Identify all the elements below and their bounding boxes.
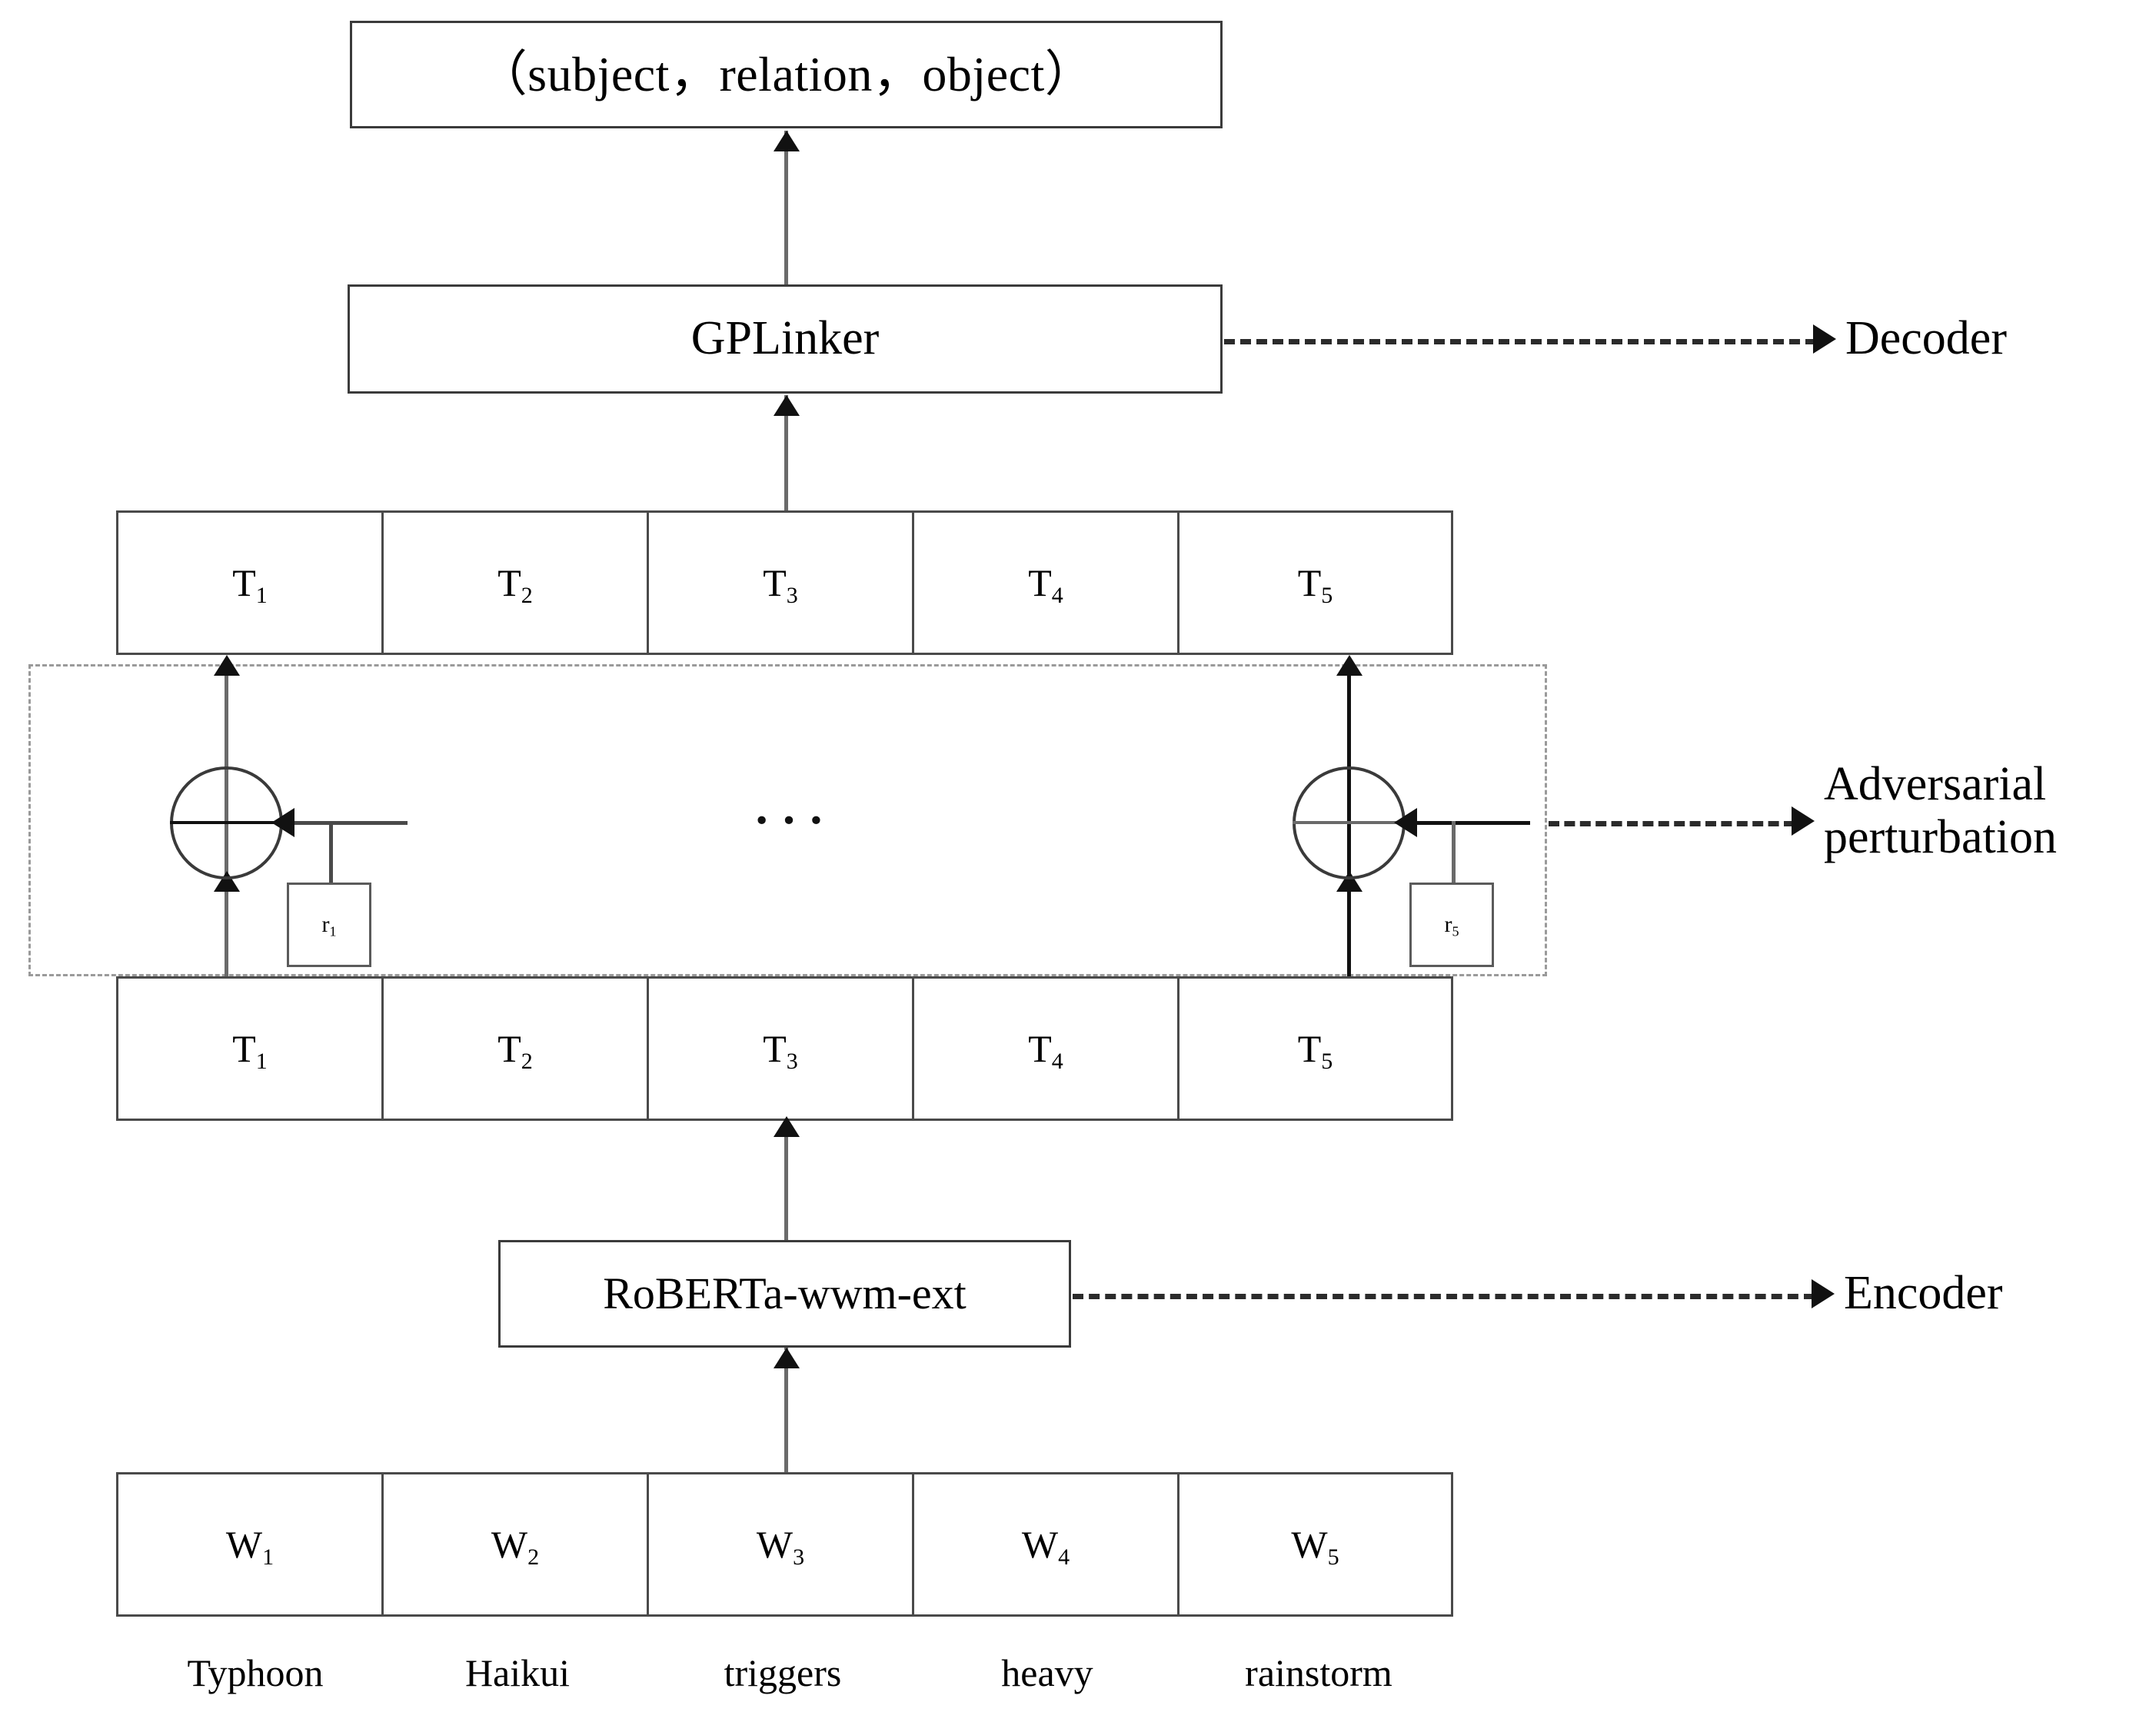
arrowhead-r5-to-circle [1394, 808, 1417, 837]
output-triple-box: （subject，relation，object） [350, 21, 1223, 128]
perturbation-label-r5: r5 [1444, 912, 1459, 939]
upper-token-cell: T3 [647, 510, 914, 655]
connector-r5-vertical [1452, 821, 1456, 921]
encoder-side-label: Encoder [1844, 1267, 2003, 1319]
connector-roberta-to-lowerT [784, 1119, 788, 1350]
sentence-word: Typhoon [187, 1651, 324, 1694]
upper-token-label: T4 [1028, 561, 1063, 608]
word-token-cell: W5 [1177, 1472, 1453, 1617]
connector-r1-horizontal [284, 821, 408, 825]
arrowhead-r1-to-circle [271, 808, 294, 837]
output-triple-text: （subject，relation，object） [477, 47, 1095, 102]
word-token-label: W5 [1291, 1523, 1339, 1570]
lower-token-cell: T2 [381, 976, 649, 1121]
word-token-label: W3 [756, 1523, 805, 1570]
dashed-connector-encoder [1073, 1294, 1815, 1299]
lower-token-label: T2 [497, 1027, 533, 1074]
perturbation-label-r1: r1 [321, 912, 337, 939]
arrowhead-adversarial [1792, 806, 1815, 836]
lower-token-cell: T3 [647, 976, 914, 1121]
lower-token-cell: T5 [1177, 976, 1453, 1121]
word-token-label: W2 [491, 1523, 540, 1570]
arrowhead-adversarial-out-left [214, 655, 240, 676]
upper-token-cell: T1 [116, 510, 384, 655]
roberta-label: RoBERTa-wwm-ext [603, 1268, 967, 1318]
perturbation-box-r1: r1 [287, 883, 371, 967]
perturbation-box-r5: r5 [1409, 883, 1494, 967]
upper-token-label: T3 [763, 561, 798, 608]
plus-circle-horizontal-bar-right [1293, 821, 1406, 824]
dashed-connector-decoder [1224, 339, 1816, 344]
word-token-label: W1 [225, 1523, 274, 1570]
lower-token-label: T4 [1028, 1027, 1063, 1074]
gplinker-box: GPLinker [348, 284, 1223, 394]
sentence-word: rainstorm [1245, 1651, 1392, 1694]
upper-token-label: T1 [232, 561, 268, 608]
arrowhead-decoder [1813, 324, 1836, 354]
upper-token-cell: T4 [912, 510, 1179, 655]
decoder-side-label: Decoder [1845, 312, 2007, 364]
arrowhead-roberta-to-lowerT [774, 1116, 800, 1137]
upper-token-cell: T2 [381, 510, 649, 655]
adversarial-side-label: Adversarial perturbation [1824, 758, 2058, 864]
arrowhead-wordrow-to-roberta [774, 1348, 800, 1368]
sentence-word: triggers [724, 1651, 842, 1694]
connector-upperT-to-gplinker [784, 395, 788, 512]
roberta-encoder-box: RoBERTa-wwm-ext [498, 1240, 1071, 1348]
upper-token-label: T5 [1297, 561, 1333, 608]
sentence-word: Haikui [464, 1651, 571, 1694]
word-token-cell: W2 [381, 1472, 649, 1617]
lower-token-label: T3 [763, 1027, 798, 1074]
connector-gplinker-to-output [784, 131, 788, 284]
gplinker-label: GPLinker [690, 312, 880, 365]
word-token-cell: W1 [116, 1472, 384, 1617]
connector-r5-horizontal [1407, 821, 1530, 825]
upper-token-label: T2 [497, 561, 533, 608]
dashed-connector-adversarial [1549, 821, 1795, 826]
lower-token-label: T1 [232, 1027, 268, 1074]
arrowhead-upperT-to-gplinker [774, 395, 800, 416]
arrowhead-encoder [1812, 1279, 1835, 1308]
word-token-label: W4 [1021, 1523, 1070, 1570]
connector-wordrow-to-roberta [784, 1351, 788, 1474]
connector-r1-vertical [329, 821, 333, 921]
arrowhead-adversarial-out-right [1336, 655, 1362, 676]
upper-token-cell: T5 [1177, 510, 1453, 655]
adversarial-perturbation-group [28, 664, 1547, 976]
lower-token-label: T5 [1297, 1027, 1333, 1074]
plus-circle-horizontal-bar-left [170, 821, 283, 824]
word-token-cell: W4 [912, 1472, 1179, 1617]
arrowhead-gplinker-to-output [774, 131, 800, 151]
lower-token-cell: T4 [912, 976, 1179, 1121]
word-token-cell: W3 [647, 1472, 914, 1617]
sentence-word: heavy [1001, 1651, 1093, 1694]
lower-token-cell: T1 [116, 976, 384, 1121]
ellipsis-marker: ··· [754, 793, 836, 847]
